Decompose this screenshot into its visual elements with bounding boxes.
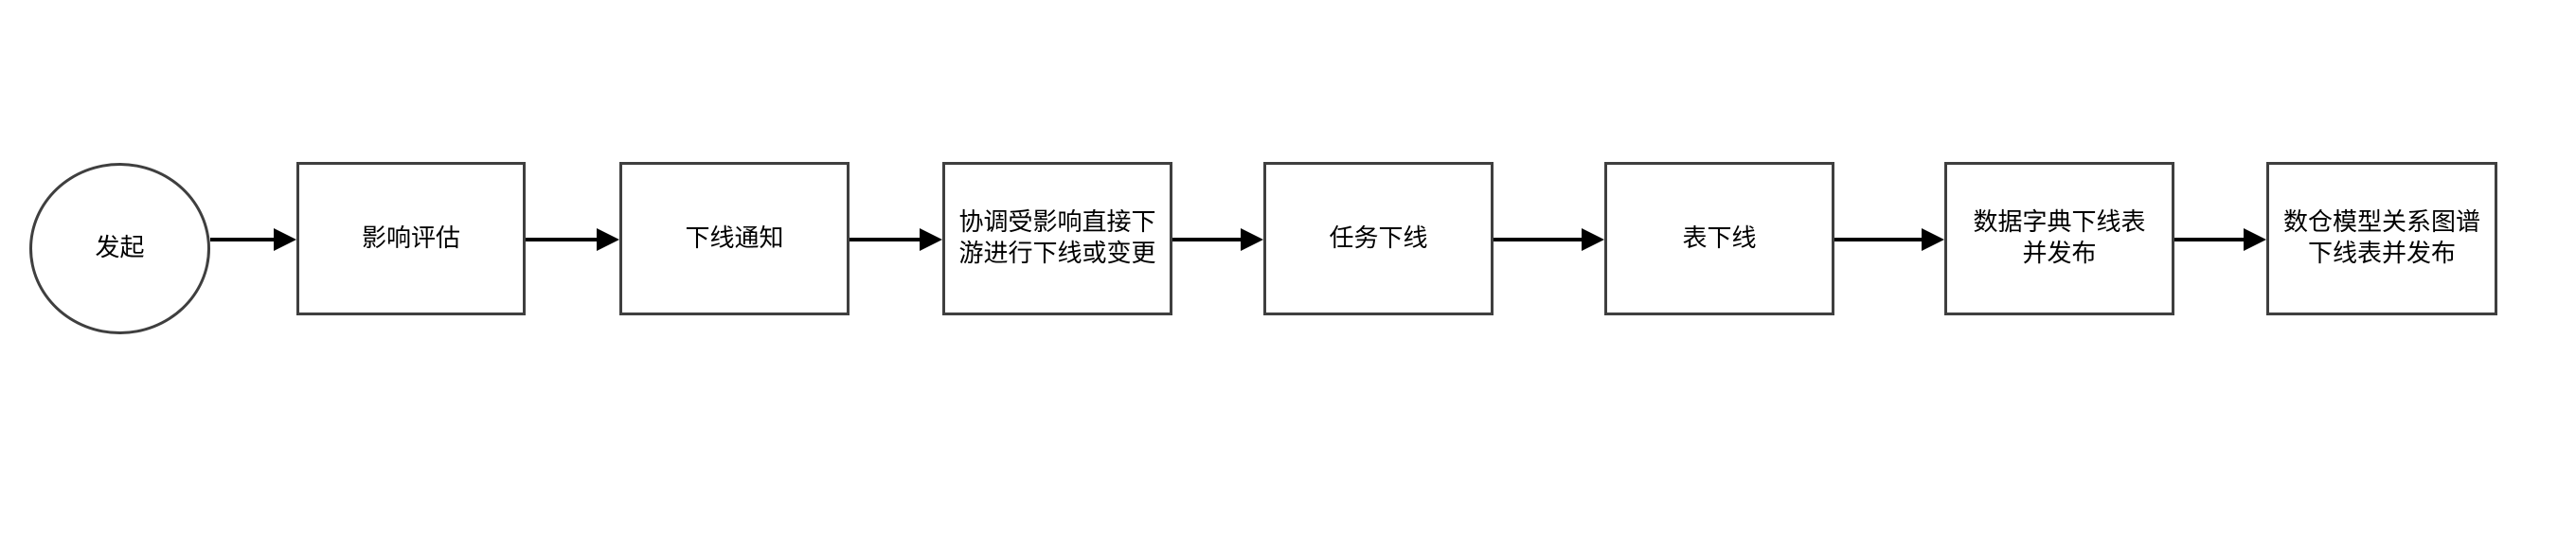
arrow-line-icon xyxy=(850,238,921,241)
flow-node-label: 下线通知 xyxy=(685,223,784,253)
arrow-line-icon xyxy=(210,238,276,241)
flow-node-start[interactable]: 发起 xyxy=(29,163,210,334)
flow-node-step2[interactable]: 下线通知 xyxy=(619,162,850,315)
flow-node-step7[interactable]: 数仓模型关系图谱 下线表并发布 xyxy=(2266,162,2497,315)
flow-node-step3[interactable]: 协调受影响直接下 游进行下线或变更 xyxy=(942,162,1172,315)
flow-node-label: 数仓模型关系图谱 下线表并发布 xyxy=(2282,208,2480,268)
flow-node-label: 数据字典下线表 并发布 xyxy=(1973,208,2146,268)
arrow-line-icon xyxy=(526,238,599,241)
flow-node-step4[interactable]: 任务下线 xyxy=(1263,162,1494,315)
arrow-head-icon xyxy=(1241,228,1263,251)
flow-node-step6[interactable]: 数据字典下线表 并发布 xyxy=(1944,162,2174,315)
arrow-head-icon xyxy=(1922,228,1944,251)
flow-node-label: 影响评估 xyxy=(361,223,460,253)
flow-node-label: 协调受影响直接下 游进行下线或变更 xyxy=(958,208,1156,268)
arrow-line-icon xyxy=(1172,238,1243,241)
flow-node-label: 表下线 xyxy=(1682,223,1757,253)
arrow-head-icon xyxy=(1582,228,1604,251)
flow-node-label: 任务下线 xyxy=(1329,223,1428,253)
arrow-line-icon xyxy=(2174,238,2245,241)
arrow-head-icon xyxy=(597,228,619,251)
arrow-line-icon xyxy=(1494,238,1583,241)
flow-node-step1[interactable]: 影响评估 xyxy=(296,162,526,315)
flow-node-label: 发起 xyxy=(95,234,145,262)
arrow-head-icon xyxy=(2244,228,2266,251)
arrow-head-icon xyxy=(920,228,942,251)
flow-node-step5[interactable]: 表下线 xyxy=(1604,162,1834,315)
arrow-line-icon xyxy=(1834,238,1923,241)
arrow-head-icon xyxy=(274,228,296,251)
